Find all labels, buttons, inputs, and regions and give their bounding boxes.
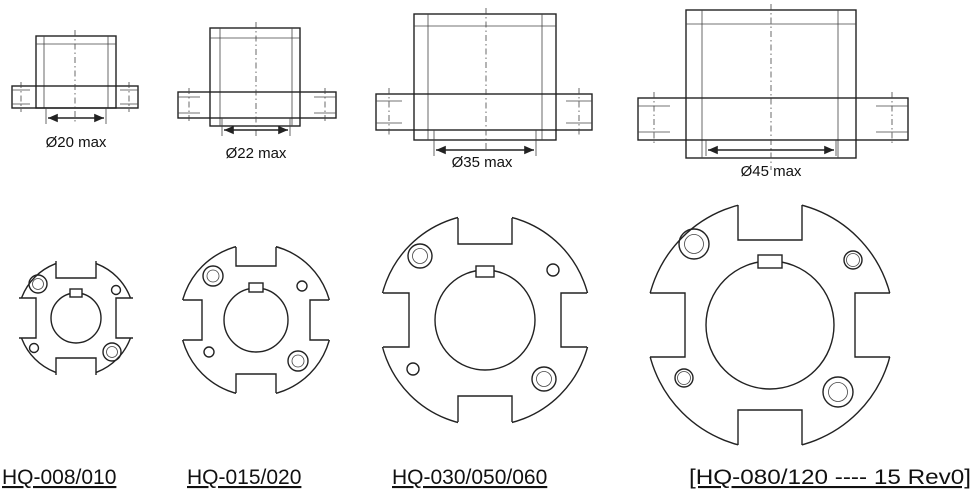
bore-label: Ø20 max — [46, 134, 107, 151]
model-label-hq-080: [HQ-080/120 ---- 15 Rev0] — [689, 466, 971, 489]
top-view-hq-015 — [176, 240, 336, 400]
top-view-hq-030 — [375, 210, 595, 430]
model-label-hq-015: HQ-015/020 — [187, 466, 301, 489]
model-label-hq-008: HQ-008/010 — [2, 466, 116, 489]
side-view-hq-015: Ø22 max — [177, 22, 337, 162]
bore-label: Ø35 max — [452, 154, 513, 171]
bore-label: Ø22 max — [226, 145, 287, 162]
side-view-hq-080: Ø45 max — [637, 4, 909, 180]
top-view-hq-080 — [641, 196, 899, 454]
bore-label: Ø45 max — [741, 163, 802, 180]
side-view-hq-030: Ø35 max — [375, 8, 593, 171]
model-label-hq-030: HQ-030/050/060 — [392, 466, 547, 489]
side-view-hq-008: Ø20 max — [11, 30, 139, 151]
top-view-hq-008 — [16, 258, 136, 378]
